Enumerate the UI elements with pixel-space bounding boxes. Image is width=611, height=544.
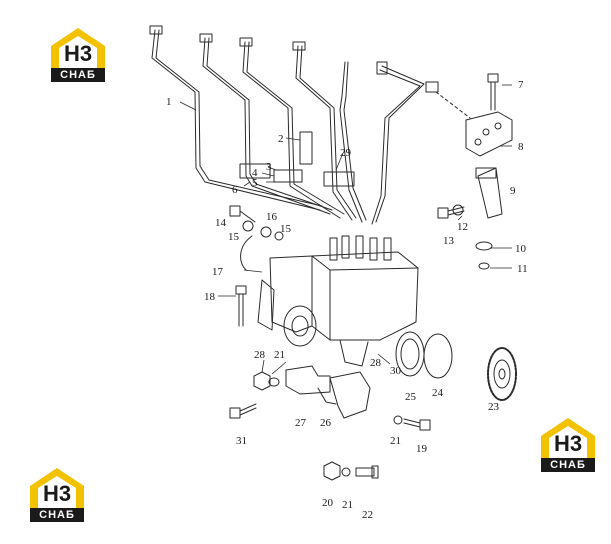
part-label-10: 10 xyxy=(515,243,527,255)
part-label-30: 30 xyxy=(390,365,402,377)
part-label-21c: 21 xyxy=(342,499,353,511)
part-label-15b: 15 xyxy=(280,223,292,235)
fuel-line-group xyxy=(149,25,471,225)
part-label-1: 1 xyxy=(166,96,172,108)
part-label-21a: 21 xyxy=(274,349,285,361)
part-label-18: 18 xyxy=(204,291,216,303)
part-label-8: 8 xyxy=(518,141,524,153)
logo-caption: СНАБ xyxy=(51,68,105,82)
brand-logo-bottom-left: H3 СНАБ xyxy=(26,466,88,524)
part-label-21b: 21 xyxy=(390,435,401,447)
washers-10-11 xyxy=(475,241,493,270)
gear-23 xyxy=(487,347,517,401)
injector-clamp-8 xyxy=(465,111,513,157)
part-label-27: 27 xyxy=(295,417,307,429)
part-label-16: 16 xyxy=(266,211,278,223)
part-labels: 1 2 3 4 5 6 7 8 9 10 11 12 13 14 15 15 1… xyxy=(166,79,528,521)
part-label-31: 31 xyxy=(236,435,247,447)
part-label-5: 5 xyxy=(252,177,258,189)
bolt-13 xyxy=(437,204,465,219)
nut-20-bolt-22 xyxy=(323,461,379,481)
part-label-6: 6 xyxy=(232,184,238,196)
nut-28 xyxy=(253,371,280,391)
o-ring-24 xyxy=(423,333,453,379)
brand-logo-right: H3 СНАБ xyxy=(537,416,599,474)
injector-9 xyxy=(475,167,503,219)
part-label-2: 2 xyxy=(278,133,284,145)
leader-lines xyxy=(179,84,512,375)
banjo-bolt-14 xyxy=(229,205,284,271)
logo-caption: СНАБ xyxy=(30,508,84,522)
part-label-13: 13 xyxy=(443,235,455,247)
part-label-11: 11 xyxy=(517,263,528,275)
injection-pump-body xyxy=(257,235,419,367)
part-label-24: 24 xyxy=(432,387,444,399)
part-label-4: 4 xyxy=(252,167,258,179)
logo-mark: H3 xyxy=(553,431,583,456)
part-label-9: 9 xyxy=(510,185,516,197)
line-clamps xyxy=(239,131,355,187)
part-label-3: 3 xyxy=(266,161,272,173)
bolt-19 xyxy=(393,415,431,431)
part-label-15a: 15 xyxy=(228,231,240,243)
bolt-31 xyxy=(229,403,257,419)
part-label-14: 14 xyxy=(215,217,227,229)
part-label-12: 12 xyxy=(457,221,468,233)
part-label-28a: 28 xyxy=(254,349,266,361)
brand-logo-top-left: H3 СНАБ xyxy=(47,26,109,84)
bolt-7 xyxy=(487,73,499,111)
house-logo-icon xyxy=(51,28,105,68)
part-label-22: 22 xyxy=(362,509,373,521)
part-label-28b: 28 xyxy=(370,357,382,369)
house-logo-icon xyxy=(541,418,595,458)
part-label-19: 19 xyxy=(416,443,428,455)
logo-caption: СНАБ xyxy=(541,458,595,472)
part-label-17: 17 xyxy=(212,266,224,278)
part-label-23: 23 xyxy=(488,401,500,413)
part-label-25: 25 xyxy=(405,391,417,403)
bolt-18 xyxy=(235,285,247,327)
part-label-26: 26 xyxy=(320,417,332,429)
house-logo-icon xyxy=(30,468,84,508)
logo-mark: H3 xyxy=(42,481,72,506)
part-label-20: 20 xyxy=(322,497,334,509)
support-26 xyxy=(329,371,371,419)
logo-mark: H3 xyxy=(63,41,93,66)
part-label-7: 7 xyxy=(518,79,524,91)
part-label-29: 29 xyxy=(340,147,352,159)
bracket-27 xyxy=(285,365,337,405)
